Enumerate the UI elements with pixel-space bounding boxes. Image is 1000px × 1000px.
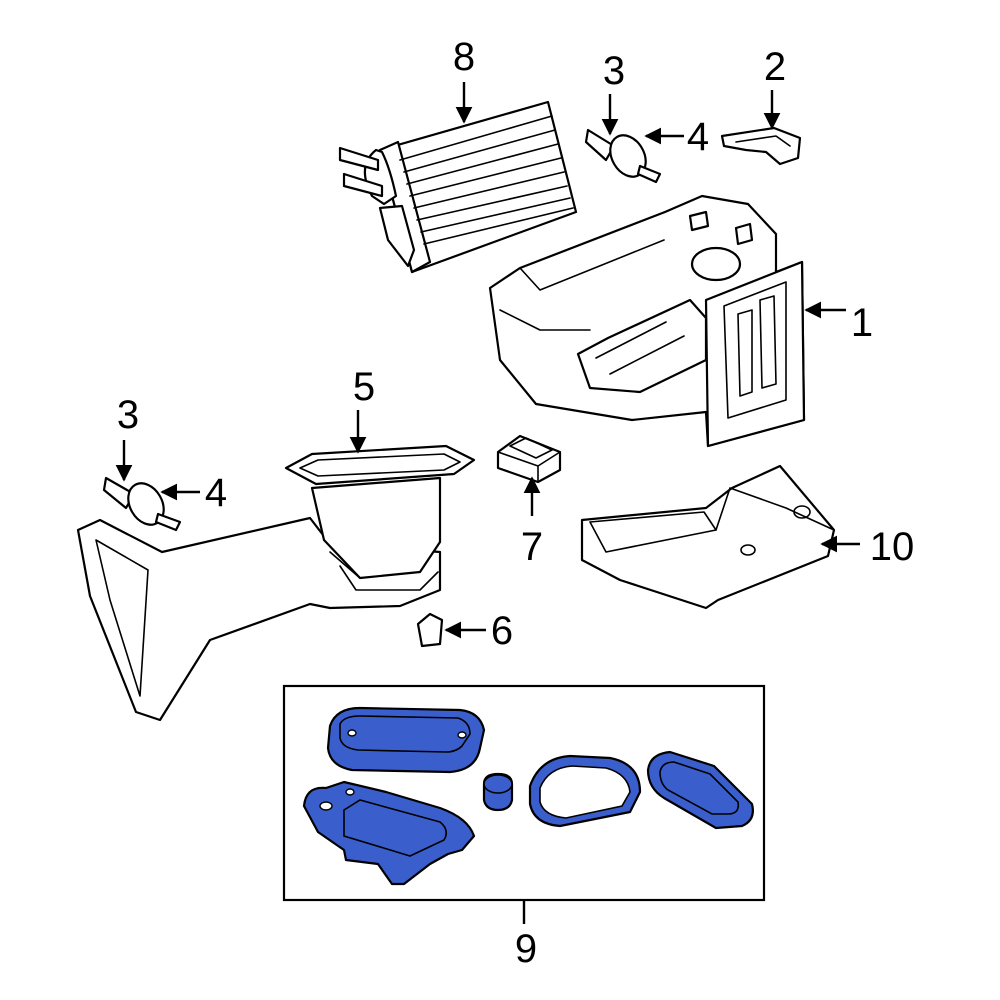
callout-9: 9 xyxy=(515,927,537,971)
callout-7: 7 xyxy=(521,525,543,569)
callout-3-upper: 3 xyxy=(603,49,625,93)
mount-pad-part-7[interactable] xyxy=(496,434,562,484)
callout-8: 8 xyxy=(453,35,475,79)
callout-3-lower: 3 xyxy=(117,393,139,437)
clip-part-6[interactable] xyxy=(416,612,444,648)
hvac-case-part-1[interactable] xyxy=(488,194,806,448)
blower-duct[interactable] xyxy=(76,476,442,722)
callout-labels: 8 2 3 4 1 5 3 4 6 7 10 9 xyxy=(117,35,914,971)
seal-rect-inner xyxy=(339,715,471,753)
connector-lower-part-3-4[interactable] xyxy=(102,476,182,532)
callout-6: 6 xyxy=(491,609,513,653)
leader-lines xyxy=(115,82,860,924)
heater-core-part-8[interactable] xyxy=(338,100,578,274)
connector-upper-part-3-4[interactable] xyxy=(584,128,662,184)
callout-4-upper: 4 xyxy=(687,115,709,159)
air-filter-part-5[interactable] xyxy=(284,444,476,486)
callout-1: 1 xyxy=(851,301,873,345)
seal-flange-inner xyxy=(343,799,448,857)
seal-kit-part-9[interactable] xyxy=(302,706,754,886)
lower-case-part-10[interactable] xyxy=(580,464,836,610)
retainer-clip-part-2[interactable] xyxy=(720,126,802,166)
callout-2: 2 xyxy=(764,45,786,89)
callout-10: 10 xyxy=(870,525,915,569)
callout-5: 5 xyxy=(353,365,375,409)
seal-small-inner xyxy=(659,761,740,815)
callout-4-lower: 4 xyxy=(205,471,227,515)
